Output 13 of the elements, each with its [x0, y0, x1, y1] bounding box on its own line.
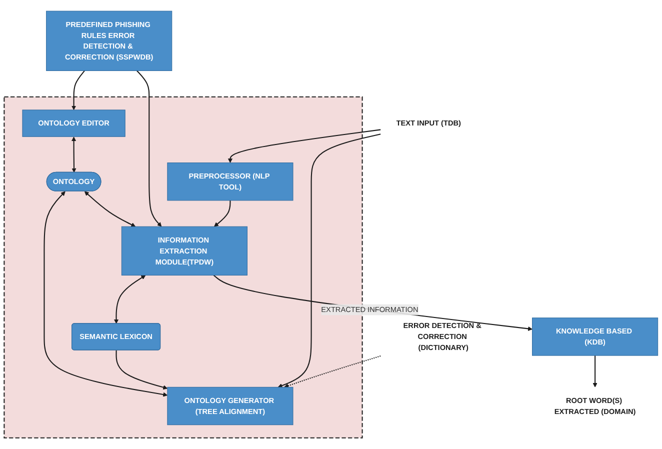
arrow: [228, 129, 381, 163]
arrow: [213, 274, 532, 331]
arrow: [214, 200, 231, 227]
arrow: [72, 70, 85, 110]
arrow: [84, 191, 136, 227]
arrow: [284, 356, 381, 388]
arrow: [116, 350, 168, 390]
arrow: [136, 70, 162, 227]
arrow: [114, 275, 146, 324]
arrow: [278, 134, 381, 388]
arrow: [44, 191, 168, 397]
arrow: [72, 136, 76, 173]
arrow: [592, 356, 598, 388]
